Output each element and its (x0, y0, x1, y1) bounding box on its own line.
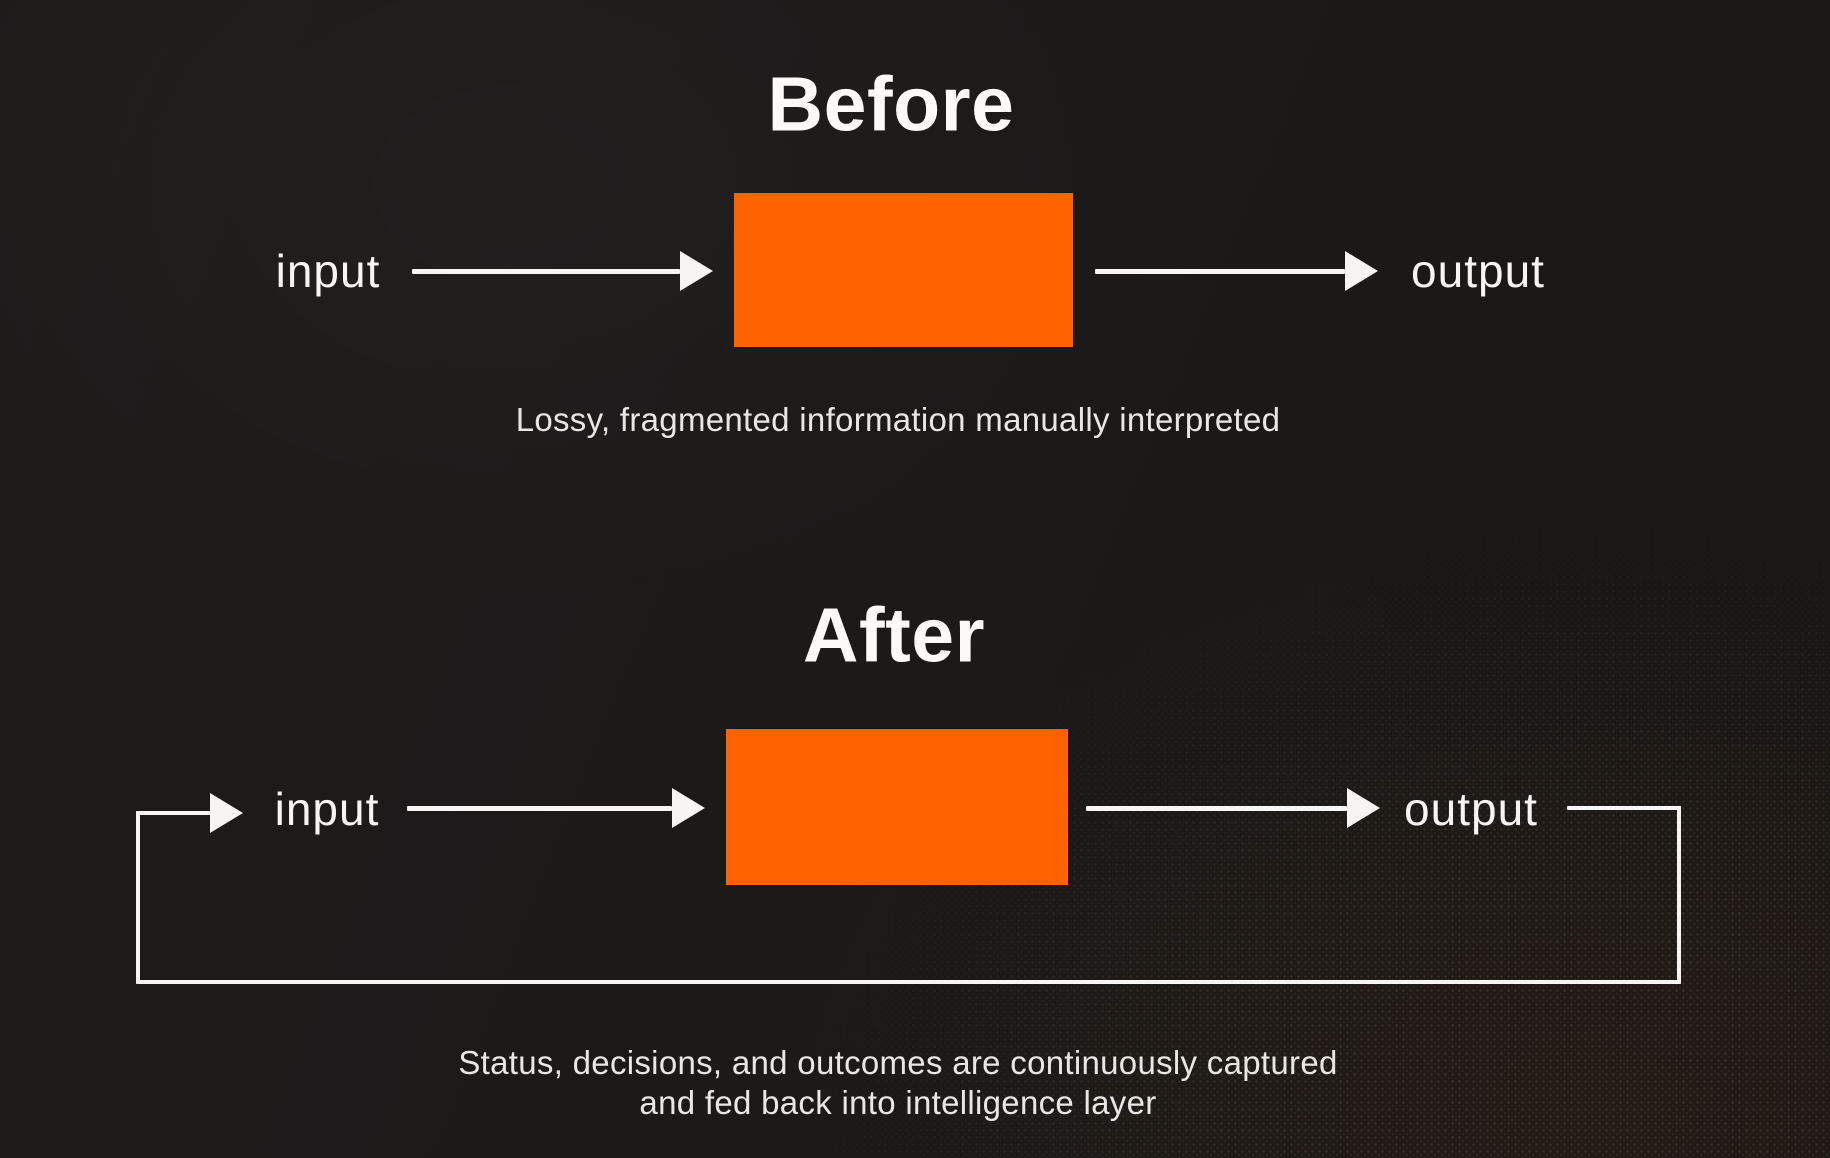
loop-right-vertical-line (1677, 806, 1681, 984)
after-title: After (802, 592, 986, 679)
arrow-head-icon (1345, 251, 1378, 291)
arrow-shaft (1095, 269, 1345, 274)
loop-bottom-line (136, 980, 1681, 984)
before-process-box (734, 193, 1073, 347)
before-caption: Lossy, fragmented information manually i… (515, 401, 1281, 438)
loop-top-left-segment (136, 811, 212, 815)
loop-left-vertical-line (136, 811, 140, 984)
after-caption-line1: Status, decisions, and outcomes are cont… (458, 1044, 1338, 1081)
after-caption: Status, decisions, and outcomes are cont… (458, 1043, 1337, 1123)
after-output-label: output (1404, 783, 1538, 835)
arrow-shaft (1086, 806, 1347, 811)
arrow-head-icon (1347, 788, 1380, 828)
arrow-shaft (407, 806, 672, 811)
arrow-head-icon (680, 251, 713, 291)
before-title: Before (767, 61, 1015, 148)
before-input-label: input (275, 245, 381, 297)
before-output-label: output (1411, 245, 1545, 297)
arrow-head-icon (672, 788, 705, 828)
arrow-head-icon (210, 793, 243, 833)
after-process-box (726, 729, 1068, 885)
loop-output-connector-line (1567, 806, 1681, 810)
arrow-shaft (412, 269, 680, 274)
after-input-label: input (274, 783, 380, 835)
after-caption-line2: and fed back into intelligence layer (639, 1084, 1157, 1121)
